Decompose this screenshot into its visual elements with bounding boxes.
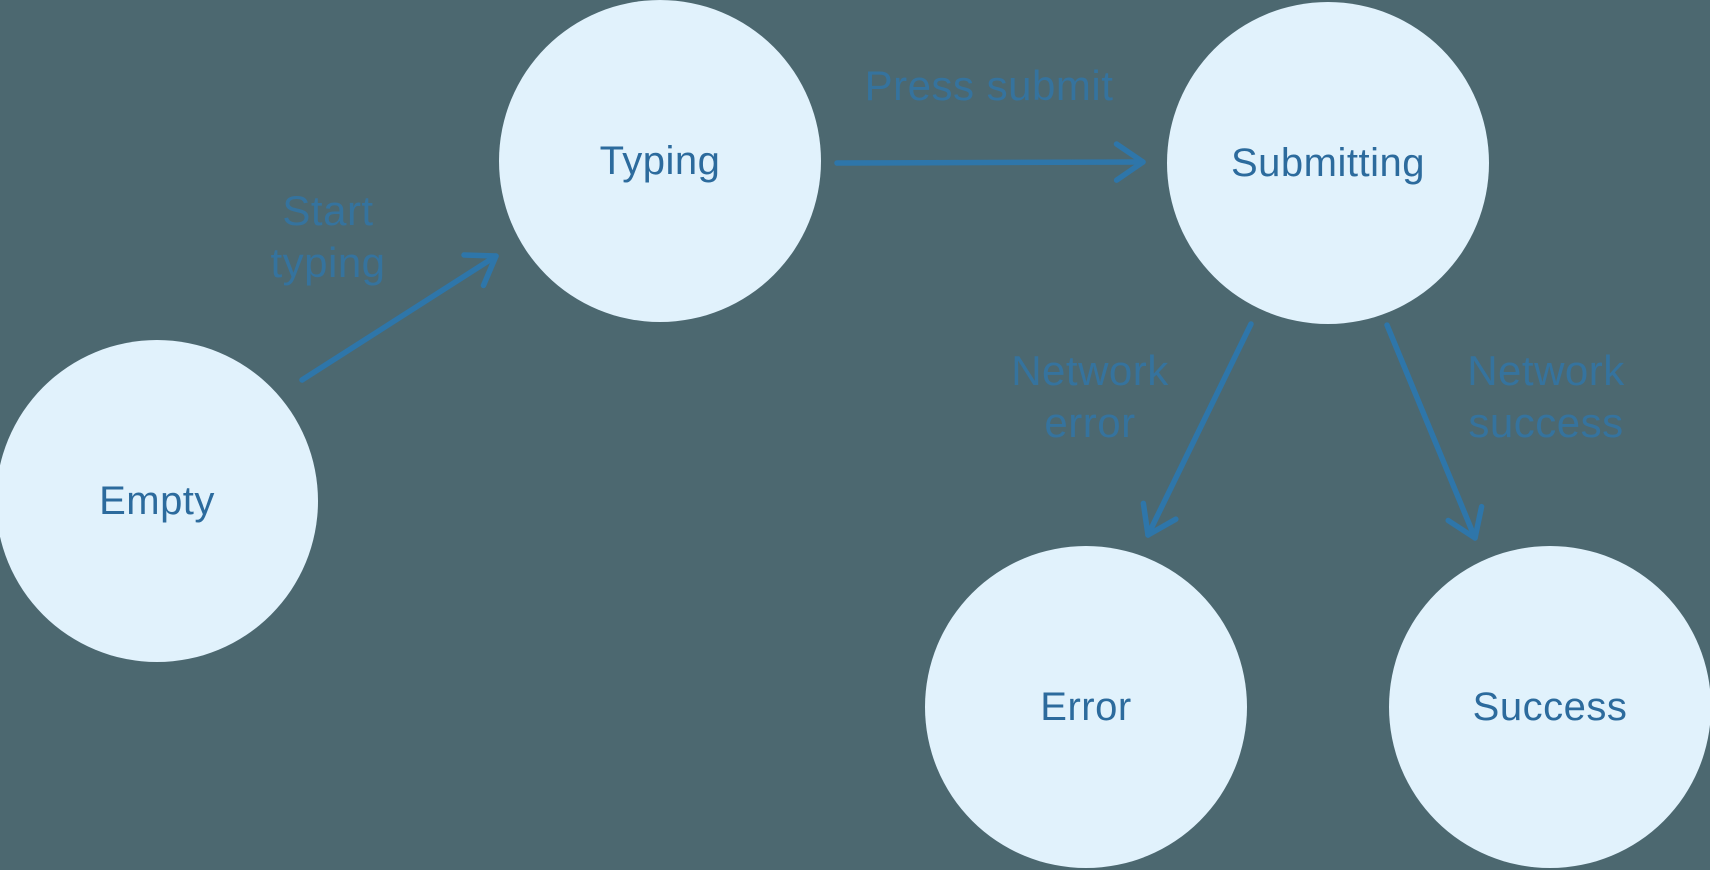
arrowhead-icon [1140, 500, 1179, 538]
edge-label-submitting-success: Network success [1467, 345, 1625, 449]
edge-label-line: Press submit [864, 62, 1114, 109]
arrow-typing-submitting [834, 141, 1146, 183]
state-node-empty: Empty [0, 340, 318, 662]
arrow-submitting-success [1384, 322, 1485, 541]
arrowhead-icon [461, 252, 499, 289]
arrowhead-icon [1445, 503, 1485, 541]
edge-label-line: error [1044, 399, 1136, 446]
arrowhead-icon [1113, 141, 1146, 183]
state-node-label: Success [1472, 684, 1628, 729]
edge-label-line: Network [1011, 347, 1169, 394]
edge-label-typing-submitting: Press submit [865, 60, 1114, 112]
state-node-error: Error [925, 546, 1247, 868]
state-node-label: Submitting [1231, 140, 1425, 185]
state-node-label: Error [1040, 684, 1132, 729]
edge-label-empty-typing: Start typing [270, 185, 385, 289]
edge-label-line: typing [270, 239, 386, 286]
arrow-submitting-error [1140, 321, 1254, 538]
edge-label-line: Network [1467, 347, 1625, 394]
state-node-label: Typing [599, 138, 721, 183]
edge-label-submitting-error: Network error [1011, 345, 1169, 449]
state-node-submitting: Submitting [1167, 2, 1489, 324]
edge-label-line: Start [282, 187, 374, 234]
edge-label-line: success [1468, 399, 1624, 446]
state-node-label: Empty [99, 478, 215, 523]
state-node-success: Success [1389, 546, 1710, 868]
state-node-typing: Typing [499, 0, 821, 322]
arrow-empty-typing [299, 252, 499, 383]
